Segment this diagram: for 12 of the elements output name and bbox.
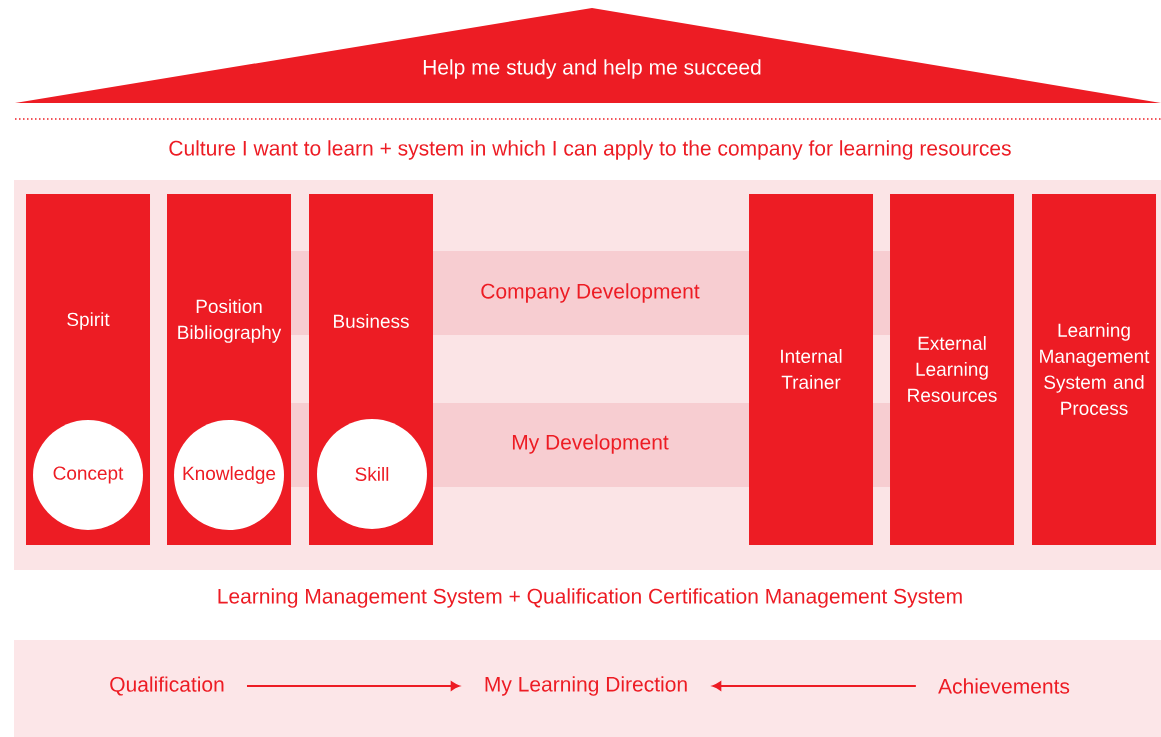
arrow <box>712 681 917 691</box>
arrow <box>246 681 460 691</box>
caption-text: Learning Management System + Qualification Certification Management System <box>218 588 962 608</box>
band-background <box>14 640 1161 737</box>
pillar: Learning Management System and Process <box>1032 194 1156 545</box>
pillar: External Learning Resources <box>890 194 1014 545</box>
caption-text: Culture I want to learn + system in which I can apply to the company for learning resources <box>169 140 1011 160</box>
roof-triangle: Help me study and help me succeed <box>15 8 1161 103</box>
label-text: My Learning Direction <box>485 676 687 696</box>
label-text: Achievements <box>938 678 1070 694</box>
pillar: Internal Trainer <box>749 194 873 545</box>
label-text: Qualification <box>110 676 224 696</box>
